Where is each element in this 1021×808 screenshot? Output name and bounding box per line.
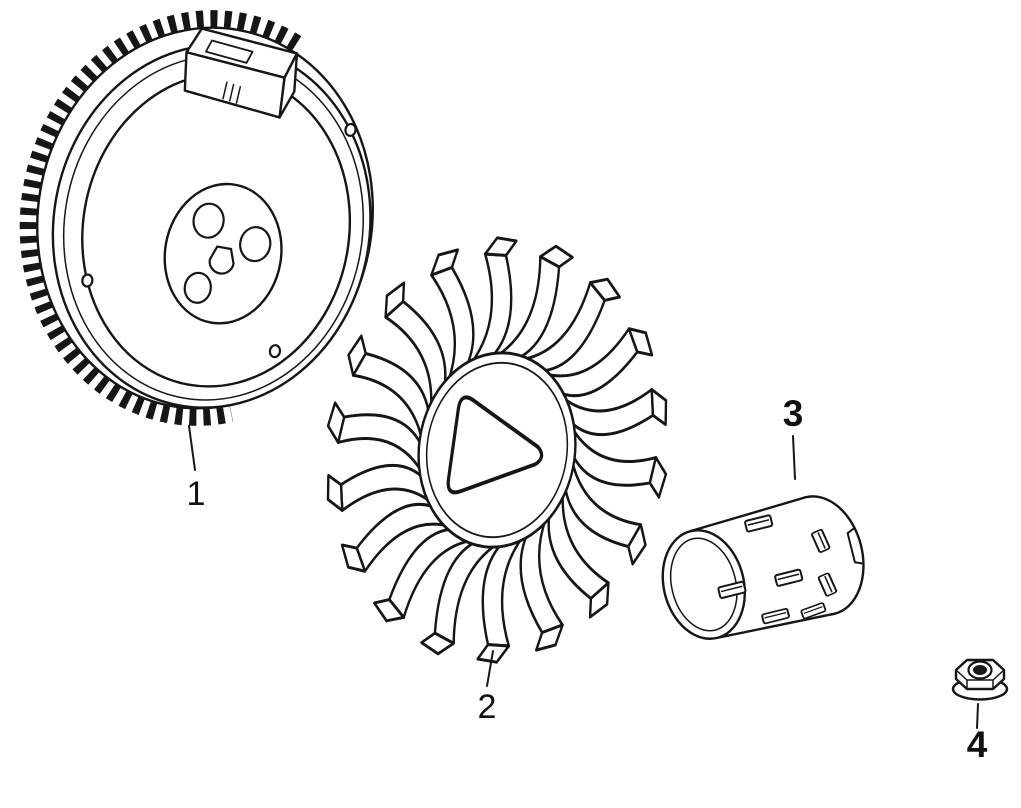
cup-open-end-inner xyxy=(669,537,738,632)
ring-gear-teeth xyxy=(19,10,302,426)
rim-hole xyxy=(344,122,357,138)
keyed-shaft-hole xyxy=(208,245,235,275)
callout-number-1: 1 xyxy=(187,475,206,513)
cooling-fan xyxy=(320,231,674,669)
top-block xyxy=(183,27,299,119)
flange-nut xyxy=(951,658,1009,701)
fan-triangle-cutout xyxy=(446,395,544,495)
leader-4 xyxy=(976,703,979,729)
fan-hub-ring xyxy=(425,361,569,539)
rim-hole xyxy=(268,344,282,359)
callout-number-3: 3 xyxy=(783,393,804,434)
callout-number-2: 2 xyxy=(478,688,497,726)
boss-hole xyxy=(239,226,272,263)
cup-drive-notch xyxy=(846,527,863,565)
starter-cup xyxy=(661,495,865,640)
leader-2 xyxy=(486,650,494,687)
boss-hole xyxy=(183,271,212,304)
boss-hole xyxy=(192,202,225,239)
callout-number-4: 4 xyxy=(967,724,988,765)
rim-hole xyxy=(81,273,94,288)
leader-lines xyxy=(188,425,979,729)
leader-3 xyxy=(792,435,796,480)
flywheel-with-ring-gear xyxy=(19,10,374,426)
nut-hole-thread xyxy=(973,665,987,675)
nut-hex-facets xyxy=(955,669,1005,689)
leader-1 xyxy=(188,425,196,471)
cup-open-end xyxy=(661,529,747,640)
